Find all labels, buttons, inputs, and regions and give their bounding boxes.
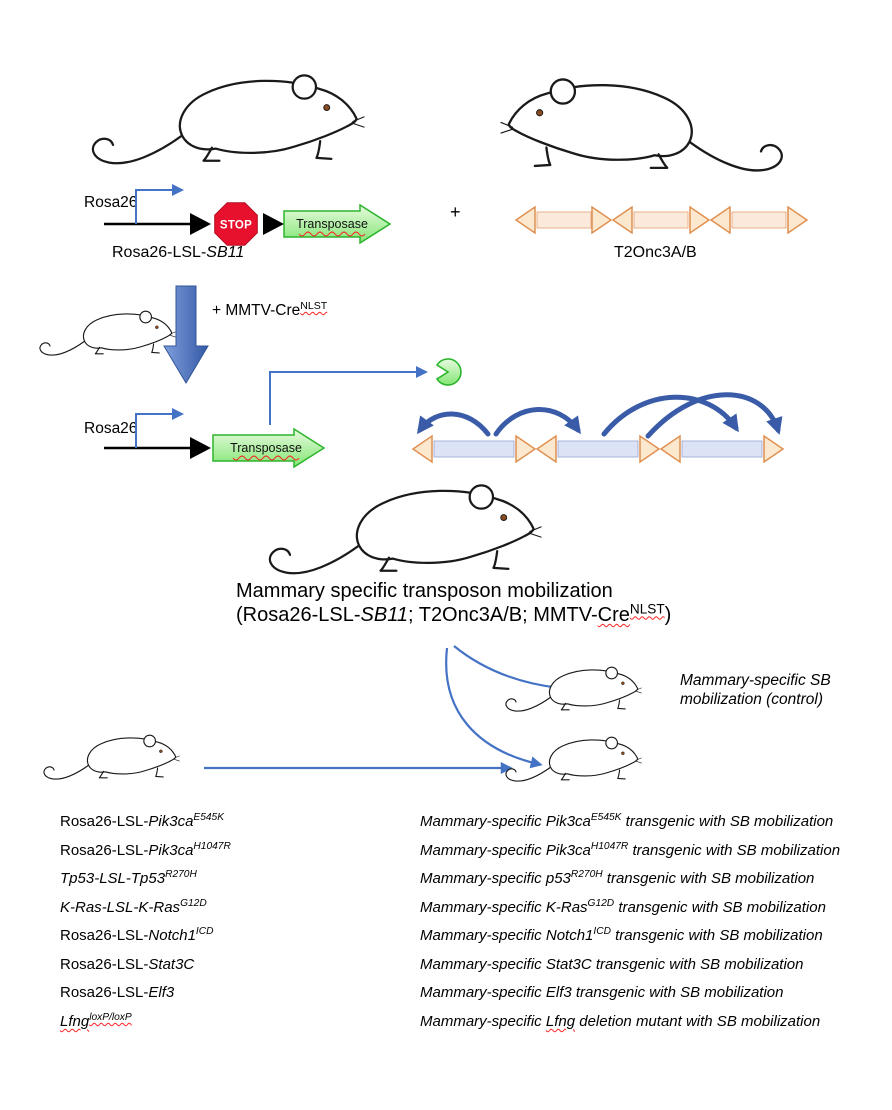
stop-label: STOP (220, 220, 252, 232)
genotype-cell: Rosa26-LSL-Stat3C (60, 956, 195, 973)
control-label-line2: mobilization (control) (680, 691, 823, 708)
mmtv-cre-label: + MMTV-CreNLST (212, 299, 328, 319)
genotype-cell: Rosa26-LSL-Notch1ICD (60, 926, 214, 944)
genotype-cell: K-Ras-LSL-K-RasG12D (60, 898, 207, 916)
cross-down-arrow (163, 285, 209, 384)
rosa26-active-construct: Transposase (104, 408, 326, 469)
breeding-arrows (204, 645, 565, 775)
loxp-triangle (190, 213, 211, 235)
genotype-cell: Rosa26-LSL-Pik3caH1047R (60, 841, 231, 859)
phenotype-cell: Mammary-specific K-RasG12D transgenic wi… (420, 898, 826, 916)
spellcheck-squiggle (232, 455, 300, 461)
mouse-cross-illustration (39, 310, 177, 356)
rosa26-locus-label-2: Rosa26 (84, 420, 138, 437)
promoter-arrow (135, 408, 184, 448)
phenotype-cell: Mammary-specific Elf3 transgenic with SB… (420, 984, 784, 1001)
promoter-arrow (135, 184, 184, 224)
rosa26-lsl-sb11-construct: STOP Transposase (104, 184, 392, 246)
genotype-cell: Rosa26-LSL-Elf3 (60, 984, 175, 1001)
rosa26-locus-label: Rosa26 (84, 194, 138, 211)
loxp-triangle (263, 213, 284, 235)
transposase-gene-arrow: Transposase (212, 427, 326, 469)
mobilized-transposon-construct (411, 392, 785, 464)
plus-sign: + (450, 202, 461, 222)
t2onc-label: T2Onc3A/B (614, 244, 697, 261)
spellcheck-squiggle (298, 231, 366, 237)
phenotype-cell: Mammary-specific Pik3caE545K transgenic … (420, 812, 834, 830)
genotype-cell: Tp53-LSL-Tp53R270H (60, 869, 197, 887)
control-label-line1: Mammary-specific SB (680, 672, 831, 689)
mouse-mobilized-illustration (268, 484, 543, 575)
stop-sign: STOP (214, 202, 258, 246)
expression-arrow (269, 358, 462, 425)
control-offspring-label: Mammary-specific SB mobilization (contro… (680, 671, 890, 709)
mouse-top-right-illustration (499, 78, 783, 172)
genotype-cell: LfngloxP/loxP (60, 1012, 132, 1030)
mouse-experimental-offspring-illustration (505, 736, 643, 782)
t2onc-construct (514, 205, 809, 235)
transposase-gene-arrow: Transposase (283, 203, 392, 245)
mouse-control-offspring-illustration (505, 666, 643, 712)
figure-title: Mammary specific transposon mobilization… (236, 579, 671, 627)
genotype-cell: Rosa26-LSL-Pik3caE545K (60, 812, 225, 830)
phenotype-cell: Mammary-specific Stat3C transgenic with … (420, 956, 804, 973)
phenotype-cell: Mammary-specific Pik3caH1047R transgenic… (420, 841, 841, 859)
transposase-label: Transposase (296, 217, 368, 231)
transposase-label-2: Transposase (230, 441, 302, 455)
transposon-repeat-units (411, 434, 785, 464)
transposon-repeat-units (514, 205, 809, 235)
mouse-breeding-left-illustration (43, 734, 181, 780)
title-line1: Mammary specific transposon mobilization (236, 580, 613, 602)
title-line2: (Rosa26-LSL-SB11; T2Onc3A/B; MMTV-CreNLS… (236, 601, 672, 626)
phenotype-cell: Mammary-specific Notch1ICD transgenic wi… (420, 926, 823, 944)
construct1-label: Rosa26-LSL-SB11 (112, 244, 245, 261)
mouse-top-left-illustration (91, 74, 366, 165)
phenotype-cell: Mammary-specific p53R270H transgenic wit… (420, 869, 815, 887)
mobilization-arcs (416, 392, 783, 439)
phenotype-cell: Mammary-specific Lfng deletion mutant wi… (420, 1013, 821, 1030)
loxp-triangle (190, 437, 211, 459)
transposase-protein-pacman (435, 358, 462, 386)
